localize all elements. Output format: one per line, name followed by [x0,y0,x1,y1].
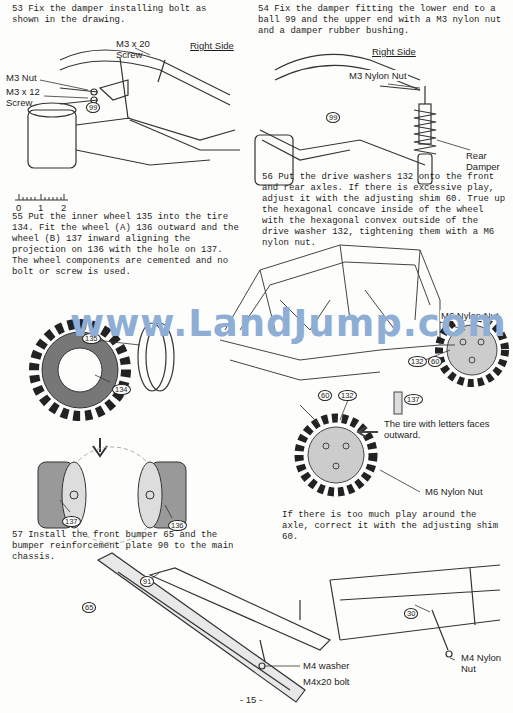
callout-number: 137 [62,516,81,527]
part-label: M3 Nylon Nut [348,70,408,81]
callout-number: 99 [326,112,340,123]
scale-number: 1 [38,202,43,213]
callout-number: 137 [404,394,423,405]
callout-number: 132 [338,390,357,401]
part-label: M6 Nylon Nut [424,486,484,497]
part-label: M3 Nut [6,72,37,83]
side-label: Right Side [372,46,416,57]
leader-lines [40,48,470,666]
note-text: The tire with letters faces outward. [384,418,494,440]
scale-number: 2 [61,202,66,213]
buggy-chassis-figure [220,245,505,492]
step-text: 56 Put the drive washers 132 onto the fr… [262,172,508,249]
scale-number: 0 [16,202,21,213]
step-text: 54 Fix the damper fitting the lower end … [258,4,508,37]
scale-ruler [15,194,68,200]
part-label: M4x20 bolt [302,676,350,687]
callout-number: 134 [112,384,131,395]
callout-number: 60 [318,390,332,401]
callout-number: 60 [428,356,442,367]
watermark: www.LandJump.com [70,304,507,344]
side-label: Right Side [190,40,234,51]
bumper-figure [98,553,500,702]
damper-mount-figure [28,50,240,168]
part-label: M3 x 12 Screw [6,86,44,108]
part-label: Rear Damper [466,150,506,172]
callout-number: 65 [82,602,96,613]
callout-number: 132 [408,356,427,367]
callout-number: 30 [404,608,418,619]
rear-damper-figure [255,54,436,185]
note-text: If there is too much play around the axl… [282,510,508,543]
step-text: 55 Put the inner wheel 135 into the tire… [12,212,244,278]
tire-wheel-figure [34,323,186,543]
step-text: 53 Fix the damper installing bolt as sho… [12,4,237,26]
step-text: 57 Install the front bumper 65 and the b… [12,530,244,563]
callout-number: 99 [86,102,100,113]
part-label: M4 washer [302,660,350,671]
part-label: M3 x 20 Screw [116,38,164,60]
part-label: M4 Nylon Nut [460,652,507,674]
page-number: - 15 - [240,694,262,705]
callout-number: 136 [168,520,187,531]
